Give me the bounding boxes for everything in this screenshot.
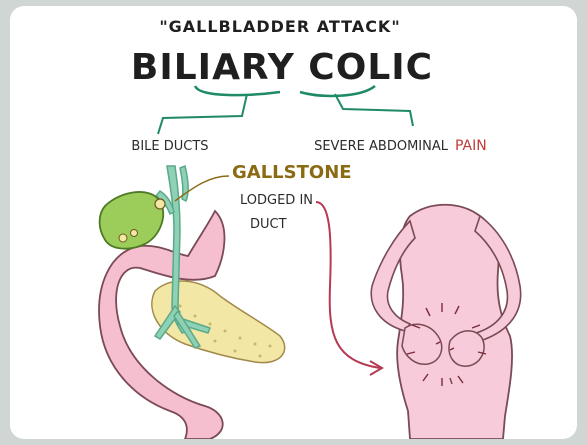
biliary-colic-illustration: "Gallbladder Attack" Biliary Colic Bile …: [10, 6, 577, 439]
diagram-card: "Gallbladder Attack" Biliary Colic Bile …: [10, 6, 577, 439]
pain-label: Pain: [455, 138, 487, 154]
severe-abdominal-label: Severe Abdominal: [314, 139, 449, 154]
bile-ducts-label: Bile Ducts: [131, 139, 208, 154]
quote-title: "Gallbladder Attack": [159, 17, 400, 36]
gallstone-in-gallbladder-1: [119, 234, 127, 242]
pain-arrow: [316, 202, 380, 368]
lodged-in-label: Lodged in: [240, 193, 313, 208]
gallstone-in-gallbladder-2: [131, 230, 138, 237]
gallbladder: [100, 192, 164, 249]
duct-label: Duct: [250, 217, 287, 232]
main-title: Biliary Colic: [131, 47, 433, 88]
branch-bracket-left: [158, 94, 247, 134]
branch-bracket-right: [335, 94, 413, 126]
lodged-gallstone: [155, 199, 165, 209]
gallstone-label: Gallstone: [232, 162, 352, 183]
